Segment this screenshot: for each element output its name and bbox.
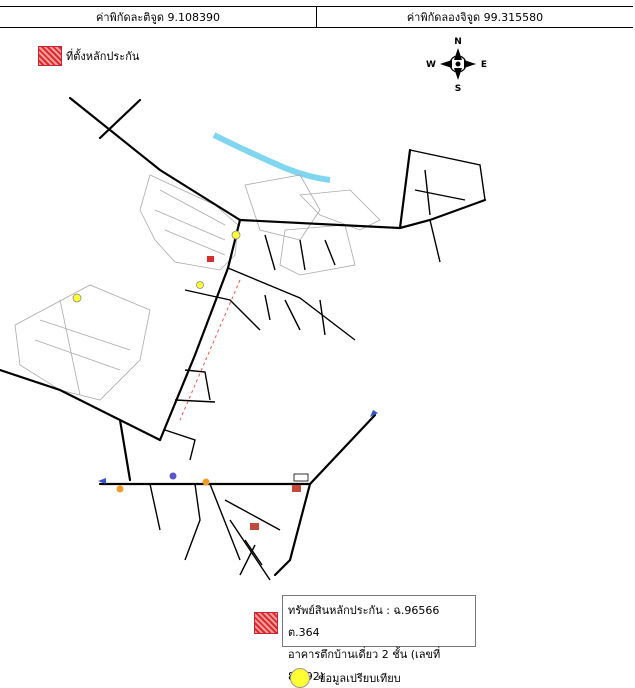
legend-collateral: ที่ตั้งหลักประกัน: [38, 46, 139, 66]
legend-comparable-label: ข้อมูลเปรียบเทียบ: [318, 672, 401, 685]
school-icon: [250, 523, 259, 530]
map-markers: [72, 230, 378, 530]
housing-blocks: [14, 174, 381, 401]
legend-comparable: ข้อมูลเปรียบเทียบ: [290, 668, 401, 688]
minor-roads: [149, 149, 486, 581]
compass-icon: N S W E: [426, 37, 487, 94]
longitude-label: ค่าพิกัดลองจิจูด 99.315580: [316, 7, 633, 27]
gas-station-icon: [116, 485, 124, 493]
compass-s: S: [455, 84, 461, 94]
comparable-marker-icon: [72, 293, 82, 303]
building-icon: [293, 473, 309, 482]
school-icon: [292, 485, 301, 492]
arrow-east-icon: [370, 410, 378, 417]
legend-collateral-label: ที่ตั้งหลักประกัน: [66, 50, 140, 63]
info-line-1: ทรัพย์สินหลักประกัน : ฉ.96566 ต.364: [288, 604, 440, 639]
collateral-marker-icon: [207, 256, 214, 262]
compass-e: E: [481, 60, 487, 70]
comparable-marker-icon: [196, 281, 204, 289]
comparable-legend-icon: [290, 668, 310, 688]
compass-n: N: [454, 37, 462, 47]
coordinate-header: ค่าพิกัดละติจูด 9.108390 ค่าพิกัดลองจิจู…: [0, 6, 633, 28]
collateral-swatch-icon: [254, 612, 278, 634]
arrow-west-icon: [98, 478, 106, 484]
latitude-label: ค่าพิกัดละติจูด 9.108390: [96, 11, 220, 24]
collateral-info-box: ทรัพย์สินหลักประกัน : ฉ.96566 ต.364 อาคา…: [282, 595, 476, 683]
road-network: [0, 96, 487, 577]
collateral-swatch-icon: [38, 46, 62, 66]
poi-icon: [202, 478, 210, 486]
compass-w: W: [426, 60, 436, 70]
poi-icon: [169, 472, 177, 480]
comparable-marker-icon: [231, 230, 241, 240]
boundary-line: [179, 279, 241, 421]
river: [212, 132, 331, 183]
